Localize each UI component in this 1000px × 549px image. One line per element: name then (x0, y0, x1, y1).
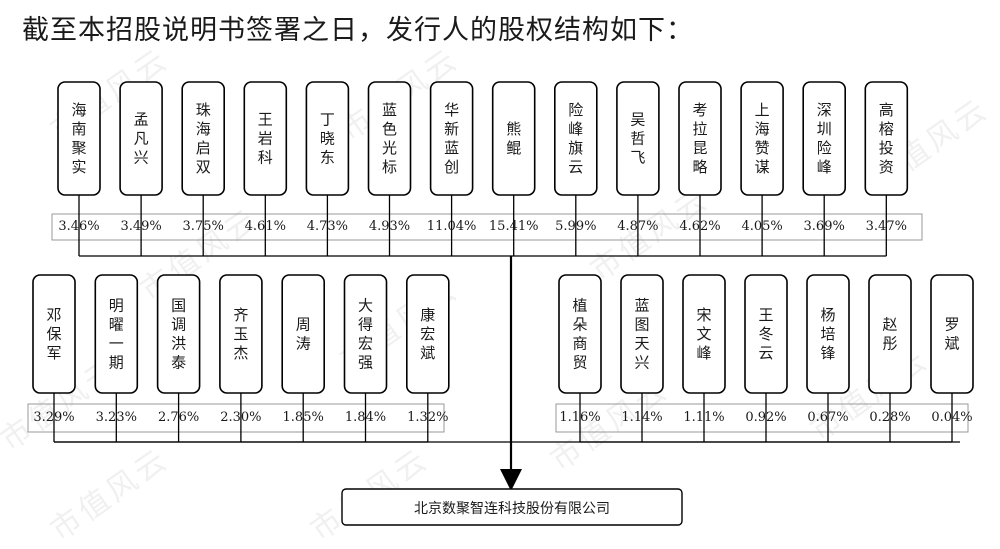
bottom-right-shareholder-box (558, 274, 602, 394)
top-shareholder-name: 深圳险峰 (817, 101, 832, 176)
bottom-left-shareholder-name: 齐玉杰 (233, 306, 248, 362)
top-shareholder-name: 王岩科 (258, 110, 273, 166)
bottom-right-pct-frame (555, 403, 969, 433)
top-shareholder-pct: 4.87% (617, 219, 658, 234)
top-shareholder-name: 珠海启双 (196, 101, 211, 176)
top-shareholder-box (802, 81, 847, 196)
top-shareholder-pct: 4.61% (245, 219, 286, 234)
bottom-right-shareholder-pct: 1.14% (621, 410, 662, 425)
bottom-right-shareholder-name: 王冬云 (758, 306, 773, 362)
bottom-left-shareholder-pct: 3.29% (33, 410, 74, 425)
bottom-right-shareholder-pct: 0.92% (745, 410, 786, 425)
bottom-left-shareholder-name: 国调洪泰 (171, 296, 186, 371)
bottom-left-shareholder-name: 明曜一期 (109, 296, 124, 371)
top-pct-frame (51, 213, 923, 241)
bottom-left-shareholder-box (219, 274, 263, 394)
top-shareholder-pct: 15.41% (489, 219, 539, 234)
top-shareholder-pct: 4.93% (369, 219, 410, 234)
bottom-right-shareholder-name: 罗斌 (944, 315, 959, 352)
bottom-left-shareholder-name: 康宏斌 (420, 306, 435, 362)
top-shareholder-name: 蓝色光标 (382, 101, 397, 176)
top-shareholder-name: 海南聚实 (71, 101, 86, 176)
company-box (341, 488, 683, 526)
top-shareholder-box (491, 81, 536, 196)
top-shareholder-name: 上海赞谋 (755, 101, 770, 176)
top-shareholder-pct: 3.47% (866, 219, 907, 234)
bottom-right-shareholder-pct: 0.28% (869, 410, 910, 425)
top-shareholder-name: 华新蓝创 (444, 101, 459, 176)
top-shareholder-box (305, 81, 350, 196)
bottom-left-pct-frame (27, 403, 445, 433)
top-shareholder-pct: 4.73% (307, 219, 348, 234)
top-shareholder-box (119, 81, 163, 196)
bottom-left-shareholder-name: 邓保军 (46, 306, 61, 362)
bottom-right-shareholder-name: 蓝图天兴 (634, 296, 649, 371)
top-shareholder-name: 高榕投资 (879, 101, 894, 176)
bottom-left-shareholder-pct: 3.23% (96, 410, 137, 425)
bottom-right-shareholder-pct: 0.67% (807, 410, 848, 425)
bottom-left-shareholder-box (343, 274, 388, 394)
bottom-left-shareholder-box (94, 274, 139, 394)
top-shareholder-name: 丁晓东 (320, 110, 335, 166)
top-shareholder-pct: 3.75% (183, 219, 224, 234)
bottom-right-shareholder-name: 赵彤 (882, 315, 897, 352)
top-shareholder-pct: 3.69% (804, 219, 845, 234)
bottom-left-shareholder-pct: 1.84% (345, 410, 386, 425)
top-shareholder-box (553, 81, 598, 196)
bottom-right-shareholder-name: 杨培锋 (820, 306, 835, 362)
company-name: 北京数聚智连科技股份有限公司 (414, 501, 610, 517)
top-shareholder-box (678, 81, 722, 196)
top-shareholder-name: 吴哲飞 (630, 110, 645, 166)
top-shareholder-name: 熊鲲 (506, 120, 521, 157)
bottom-left-shareholder-name: 大得宏强 (358, 296, 373, 371)
top-shareholder-box (429, 81, 474, 196)
top-shareholder-pct: 5.99% (555, 219, 596, 234)
bottom-right-shareholder-name: 宋文峰 (696, 306, 711, 362)
top-shareholder-box (243, 81, 288, 196)
ownership-diagram: 海南聚实 3.46% 孟凡兴 3.49% 珠海启双 3.75% 王岩科 4.61% 丁晓东 4.7… (27, 81, 974, 526)
bottom-right-shareholder-box (868, 274, 912, 394)
page-title: 截至本招股说明书签署之日，发行人的股权结构如下： (22, 15, 694, 46)
top-shareholder-box (57, 81, 101, 196)
top-shareholder-box (181, 81, 225, 196)
bottom-left-shareholder-box (281, 274, 326, 394)
bottom-left-shareholder-pct: 1.32% (407, 410, 448, 425)
bottom-right-shareholder-pct: 1.16% (559, 410, 600, 425)
bottom-left-shareholder-pct: 2.30% (220, 410, 261, 425)
top-shareholder-box (367, 81, 412, 196)
top-shareholder-name: 险峰旗云 (568, 101, 583, 176)
top-shareholder-pct: 4.05% (741, 219, 782, 234)
bottom-left-shareholder-pct: 1.85% (283, 410, 324, 425)
bottom-right-shareholder-pct: 1.11% (683, 410, 724, 425)
top-shareholder-pct: 4.62% (679, 219, 720, 234)
top-shareholder-box (616, 81, 660, 196)
bottom-right-shareholder-box (744, 274, 788, 394)
bottom-left-shareholder-box (405, 274, 450, 394)
bottom-left-shareholder-box (156, 274, 201, 394)
bottom-right-shareholder-box (930, 274, 974, 394)
top-shareholder-box (864, 81, 909, 196)
bottom-right-shareholder-box (682, 274, 726, 394)
top-shareholder-pct: 3.49% (120, 219, 161, 234)
top-shareholder-name: 孟凡兴 (134, 110, 149, 166)
bottom-right-shareholder-box (806, 274, 850, 394)
bottom-left-shareholder-name: 周涛 (296, 315, 311, 352)
bottom-left-shareholder-box (32, 274, 76, 394)
bottom-left-shareholder-pct: 2.76% (158, 410, 199, 425)
bottom-right-shareholder-name: 植朵商贸 (572, 296, 587, 371)
bottom-right-shareholder-pct: 0.04% (931, 410, 972, 425)
top-shareholder-box (740, 81, 784, 196)
top-shareholder-pct: 3.46% (58, 219, 99, 234)
bottom-right-shareholder-box (620, 274, 664, 394)
top-shareholder-pct: 11.04% (427, 219, 477, 234)
top-shareholder-name: 考拉昆略 (692, 101, 707, 176)
